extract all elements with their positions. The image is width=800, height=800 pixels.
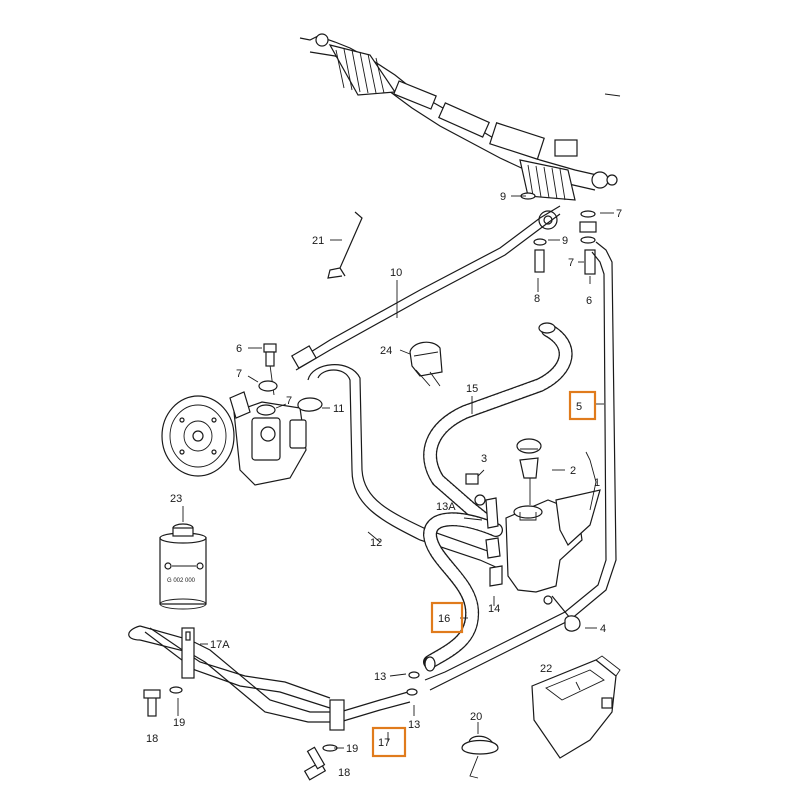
fluid-reservoir: [465, 438, 601, 632]
label-18-left: 18: [146, 733, 158, 745]
rack-fittings: [520, 192, 597, 275]
label-9-a: 9: [500, 191, 506, 203]
label-17: 17: [378, 737, 390, 749]
label-19-bottom: 19: [346, 743, 358, 755]
label-24: 24: [380, 345, 392, 357]
pressure-pipe-10: [291, 205, 561, 371]
label-13-right: 13: [408, 719, 420, 731]
highlight-box-5: [568, 390, 597, 421]
label-6-pump: 6: [236, 343, 242, 355]
cover-22: [531, 655, 621, 759]
label-22: 22: [540, 663, 552, 675]
label-16: 16: [438, 613, 450, 625]
label-13-left: 13: [374, 671, 386, 683]
label-19-left: 19: [173, 717, 185, 729]
leader-lines: [177, 195, 614, 749]
label-4: 4: [600, 623, 606, 635]
label-12: 12: [370, 537, 382, 549]
steering-rack: [299, 33, 621, 201]
return-pipe-5: [424, 241, 617, 691]
label-3: 3: [481, 453, 487, 465]
label-7-a: 7: [616, 208, 622, 220]
power-steering-pump: [161, 343, 323, 486]
hose-16: [422, 512, 503, 672]
clip-21: [327, 211, 363, 279]
label-11: 11: [333, 403, 344, 415]
label-21: 21: [312, 235, 324, 247]
label-23: 23: [170, 493, 182, 505]
label-2: 2: [570, 465, 576, 477]
label-7-d: 7: [286, 395, 292, 407]
highlight-box-17: [371, 726, 407, 758]
clip-20: [461, 735, 499, 779]
label-14: 14: [488, 603, 500, 615]
pipe-assembly-17: [128, 625, 420, 781]
hose-15: [423, 322, 573, 531]
clamp-24: [409, 341, 443, 387]
label-15: 15: [466, 383, 478, 395]
label-8: 8: [534, 293, 540, 305]
label-9-b: 9: [562, 235, 568, 247]
label-1: 1: [594, 477, 600, 489]
fluid-can-23: G 002 000: [159, 523, 207, 610]
label-7-b: 7: [568, 257, 574, 269]
label-18-bottom: 18: [338, 767, 350, 779]
label-17a: 17A: [210, 639, 230, 651]
can-code-label: G 002 000: [167, 578, 196, 584]
label-20: 20: [470, 711, 482, 723]
hose-12: [307, 364, 501, 569]
label-13a: 13A: [436, 501, 456, 513]
highlight-box-16: [430, 601, 464, 634]
label-6-top: 6: [586, 295, 592, 307]
label-7-c: 7: [236, 368, 242, 380]
label-5: 5: [576, 401, 582, 413]
label-10: 10: [390, 267, 402, 279]
